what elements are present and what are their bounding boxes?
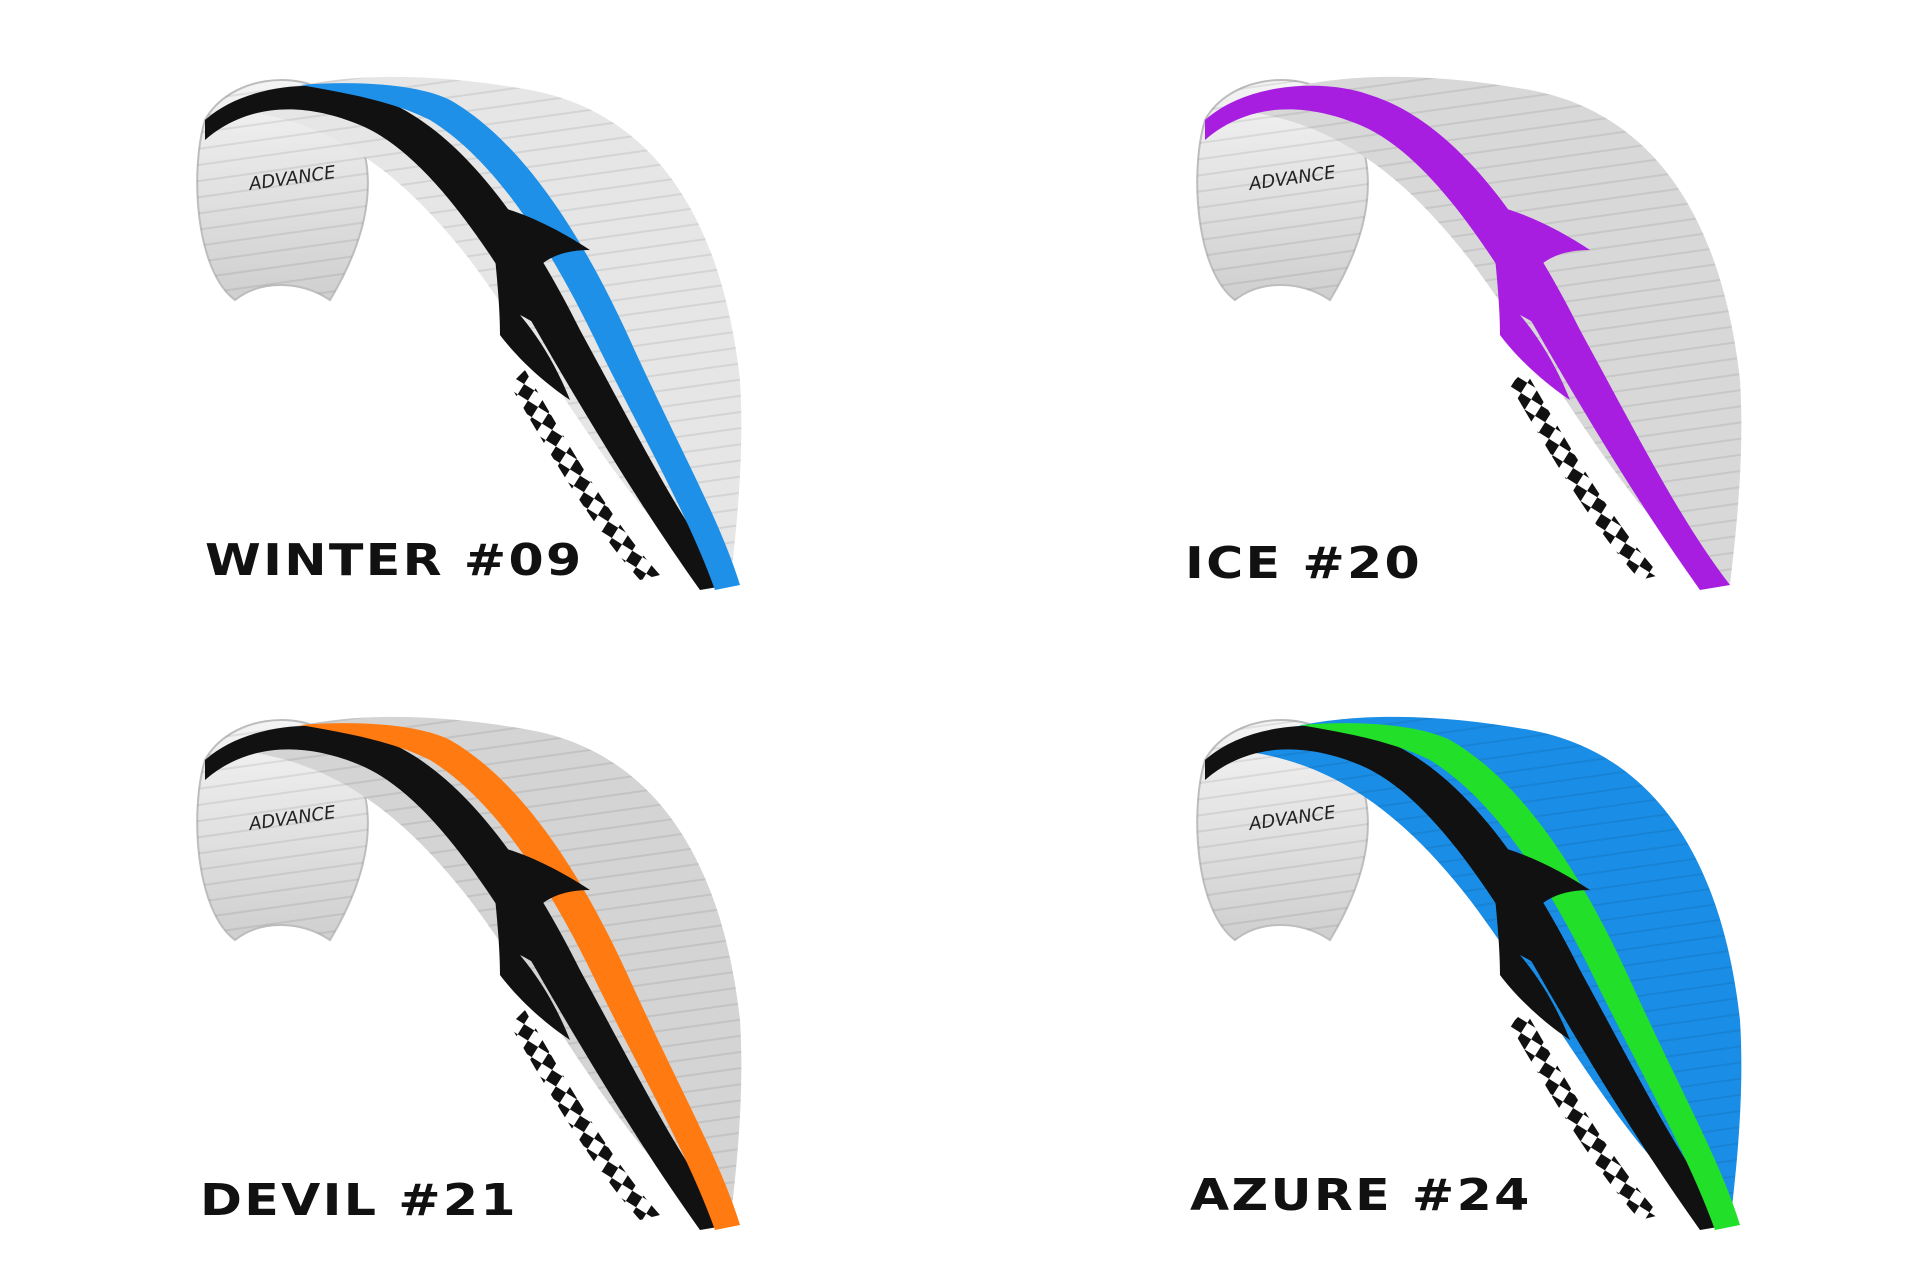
wing-tile-winter: ADVANCE WINTER #09 (0, 0, 960, 640)
variant-label: DEVIL #21 (200, 1175, 518, 1226)
paraglider-wing-image: ADVANCE (1196, 716, 1742, 1230)
variant-label: AZURE #24 (1190, 1170, 1532, 1221)
wing-tile-ice: ADVANCE ICE #20 (960, 0, 1920, 640)
wing-tile-devil: ADVANCE DEVIL #21 (0, 640, 960, 1280)
wing-tile-azure: ADVANCE AZURE #24 (960, 640, 1920, 1280)
variant-label: WINTER #09 (205, 535, 584, 586)
paraglider-wing-image: ADVANCE (196, 716, 742, 1230)
variant-label: ICE #20 (1185, 538, 1423, 589)
paraglider-wing-image: ADVANCE (196, 76, 742, 591)
paraglider-wing-image: ADVANCE (1196, 76, 1742, 591)
